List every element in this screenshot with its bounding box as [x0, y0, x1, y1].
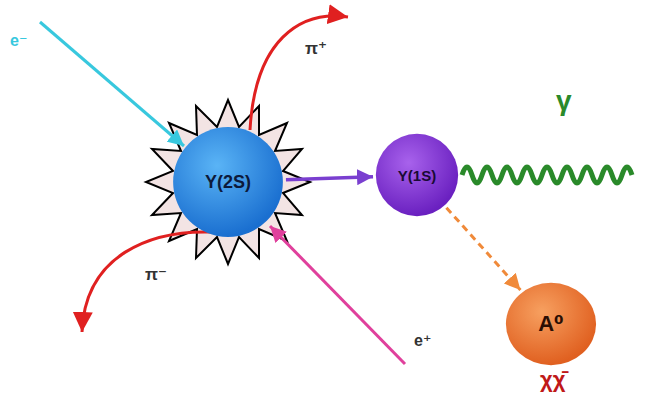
decay-label: χχ̄ — [540, 368, 565, 392]
decay-arrow — [446, 208, 520, 290]
positron-beam — [270, 226, 405, 364]
electron-beam — [40, 22, 184, 146]
pion-plus-track — [250, 16, 348, 130]
node-label: Y(2S) — [205, 172, 251, 193]
particle-label: π⁺ — [305, 40, 327, 59]
photon-wave — [462, 167, 632, 183]
node-label: Y(1S) — [398, 167, 436, 184]
particle-circle: A⁰ — [505, 282, 597, 366]
node-label: A⁰ — [538, 311, 564, 337]
decay-arrow — [286, 177, 373, 180]
meson-circle: Y(1S) — [375, 133, 459, 217]
particle-label: π⁻ — [145, 266, 167, 285]
collision-starburst — [146, 100, 310, 264]
beam-label: e⁻ — [10, 32, 27, 50]
particle-label: γ — [556, 86, 572, 117]
pion-minus-track — [82, 232, 212, 332]
meson-circle: Y(2S) — [172, 126, 284, 238]
beam-label: e⁺ — [414, 332, 431, 350]
